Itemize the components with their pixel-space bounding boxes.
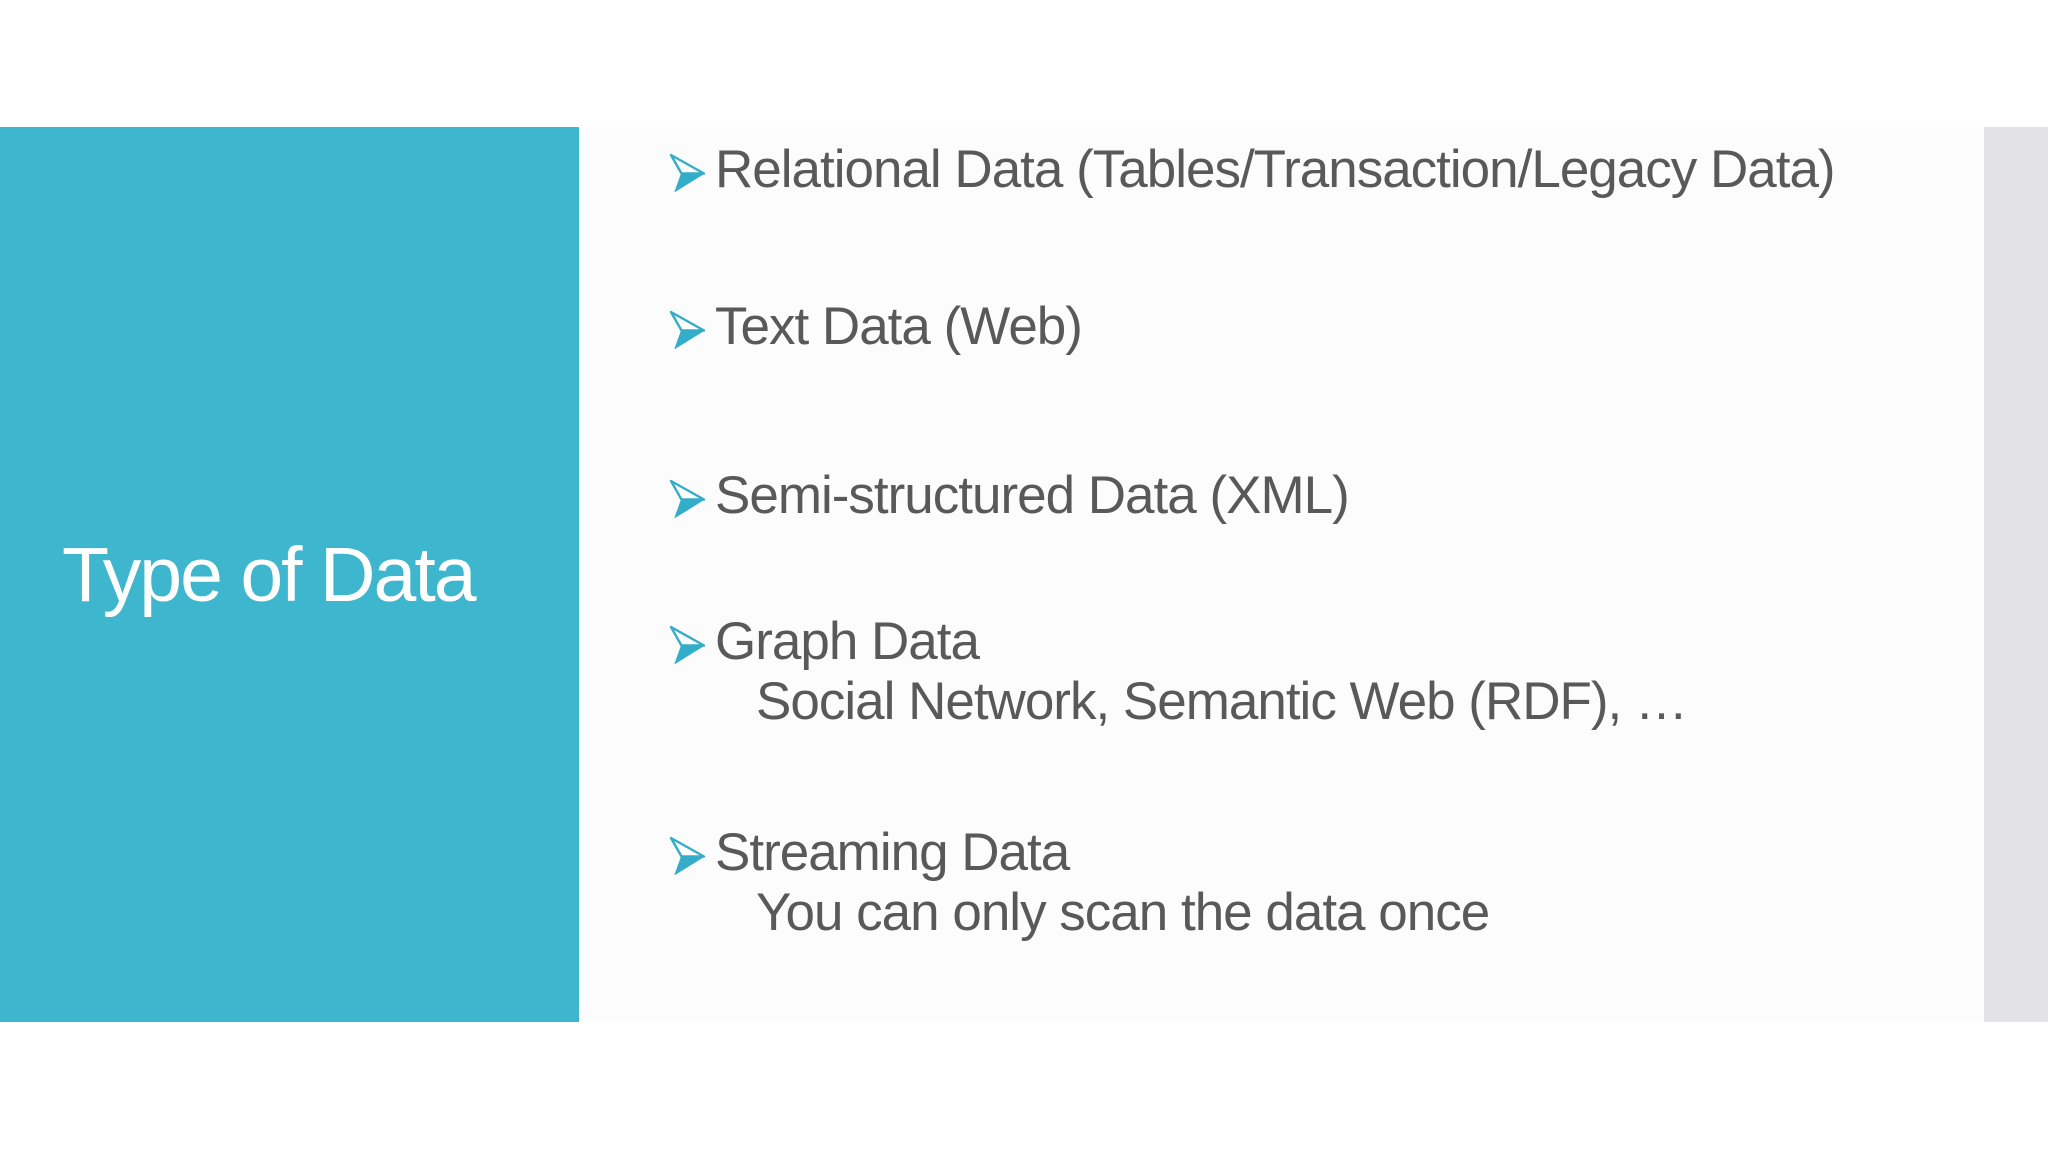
bullet-item: Relational Data (Tables/Transaction/Lega… xyxy=(668,140,1836,200)
bullet-item: Semi-structured Data (XML) xyxy=(668,466,1350,526)
right-arrowhead-icon xyxy=(669,625,706,664)
sub-bullet-text: Social Network, Semantic Web (RDF), … xyxy=(756,672,1688,731)
page-title: Type of Data xyxy=(62,532,477,618)
bullet-text: Semi-structured Data (XML) xyxy=(715,466,1350,525)
bullet-item: Text Data (Web) xyxy=(668,297,1083,357)
title-panel: Type of Data xyxy=(0,127,579,1022)
right-arrowhead-icon xyxy=(669,479,706,518)
right-arrowhead-icon xyxy=(669,836,706,875)
right-arrowhead-icon xyxy=(669,310,706,349)
bullet-item: Graph Data Social Network, Semantic Web … xyxy=(668,612,1688,732)
bullet-item: Streaming Data You can only scan the dat… xyxy=(668,823,1490,943)
bullet-text: Streaming Data xyxy=(715,823,1070,882)
right-arrowhead-icon xyxy=(669,153,706,192)
right-edge-strip xyxy=(1984,127,2048,1022)
sub-bullet-text: You can only scan the data once xyxy=(756,883,1490,942)
bullet-text: Relational Data (Tables/Transaction/Lega… xyxy=(715,140,1836,199)
bullet-text: Graph Data xyxy=(715,612,980,671)
bullet-text: Text Data (Web) xyxy=(715,297,1083,356)
